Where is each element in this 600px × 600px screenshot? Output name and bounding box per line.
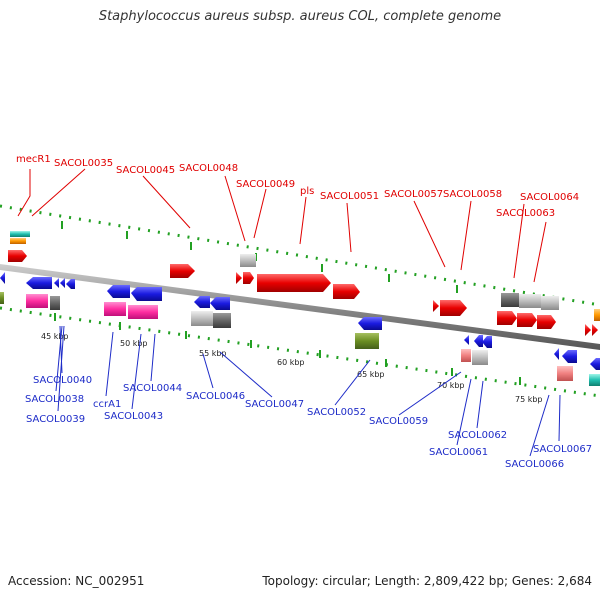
feature-block — [461, 349, 471, 362]
gene-label-reverse[interactable]: SACOL0039 — [26, 414, 85, 425]
forward-gene-arrow — [517, 313, 537, 327]
pseudogene-block — [541, 296, 559, 310]
reverse-gene-arrow — [210, 297, 230, 310]
pseudogene-block — [519, 294, 541, 308]
gene-label-reverse[interactable]: SACOL0059 — [369, 416, 428, 427]
forward-gene-arrow-pls — [257, 274, 331, 292]
scale-tick-label: 55 kbp — [199, 349, 227, 358]
map-title: Staphylococcus aureus subsp. aureus COL,… — [98, 9, 502, 24]
scale-tick-label: 50 kbp — [120, 339, 148, 348]
forward-gene-arrow — [333, 284, 360, 299]
reverse-gene-arrow — [66, 279, 75, 289]
pseudogene-block — [501, 293, 519, 307]
feature-block — [557, 366, 573, 381]
forward-gene-arrow — [8, 250, 27, 262]
gene-label-reverse[interactable]: SACOL0044 — [123, 383, 182, 394]
reverse-gene-arrow — [358, 317, 382, 330]
reverse-gene-arrow — [54, 278, 59, 288]
scale-tick-label: 45 kbp — [41, 332, 69, 341]
rna-block — [104, 302, 126, 316]
forward-gene-arrow — [497, 311, 517, 325]
accession-text: Accession: NC_002951 — [8, 574, 145, 588]
reverse-gene-arrow — [464, 335, 469, 345]
gene-label-forward[interactable]: SACOL0051 — [320, 191, 379, 202]
rna-block — [26, 294, 48, 308]
reverse-gene-arrow — [194, 296, 210, 308]
gene-label-forward[interactable]: pls — [300, 186, 314, 197]
scale-tick-label: 75 kbp — [515, 395, 543, 404]
reverse-gene-arrow — [562, 350, 577, 363]
feature-block — [0, 292, 4, 304]
pseudogene-block — [240, 254, 256, 267]
gene-label-reverse[interactable]: SACOL0052 — [307, 407, 366, 418]
scale-tick-label: 60 kbp — [277, 358, 305, 367]
gene-label-forward[interactable]: SACOL0058 — [443, 189, 502, 200]
gene-label-forward[interactable]: mecR1 — [16, 154, 51, 165]
pseudogene-block — [191, 311, 213, 326]
gene-label-reverse[interactable]: SACOL0066 — [505, 459, 564, 470]
gene-label-forward[interactable]: SACOL0064 — [520, 192, 579, 203]
rna-block — [128, 305, 158, 319]
gene-label-reverse[interactable]: SACOL0047 — [245, 399, 304, 410]
feature-block — [355, 333, 379, 349]
forward-gene-arrow — [236, 272, 242, 284]
reverse-gene-arrow — [107, 285, 130, 298]
gene-label-forward[interactable]: SACOL0063 — [496, 208, 555, 219]
reverse-gene-arrow — [554, 348, 559, 360]
genome-backbone — [0, 264, 600, 350]
feature-block — [589, 374, 600, 386]
forward-gene-arrow — [433, 300, 439, 312]
gene-label-forward[interactable]: SACOL0045 — [116, 165, 175, 176]
genome-stats-text: Topology: circular; Length: 2,809,422 bp… — [262, 574, 592, 588]
inner-ticks — [54, 313, 521, 385]
feature-block — [10, 238, 26, 244]
gene-label-reverse[interactable]: SACOL0043 — [104, 411, 163, 422]
gene-label-reverse[interactable]: SACOL0061 — [429, 447, 488, 458]
gene-label-forward[interactable]: SACOL0057 — [384, 189, 443, 200]
forward-gene-arrow — [592, 324, 598, 336]
gene-label-reverse[interactable]: SACOL0038 — [25, 394, 84, 405]
pseudogene-block — [50, 296, 60, 310]
gene-label-reverse[interactable]: SACOL0046 — [186, 391, 245, 402]
scale-tick-label: 65 kbp — [357, 370, 385, 379]
inner-scale-track — [0, 306, 600, 398]
scale-tick-label: 70 kbp — [437, 381, 465, 390]
outer-scale-track — [0, 204, 600, 307]
reverse-gene-arrow — [26, 277, 52, 289]
gene-label-reverse[interactable]: SACOL0062 — [448, 430, 507, 441]
forward-gene-arrow — [440, 300, 467, 316]
forward-gene-arrow — [537, 315, 556, 329]
pseudogene-block — [213, 313, 231, 328]
feature-block — [10, 231, 30, 237]
gene-label-forward[interactable]: SACOL0048 — [179, 163, 238, 174]
gene-label-reverse[interactable]: SACOL0067 — [533, 444, 592, 455]
reverse-gene-arrow — [474, 335, 483, 347]
reverse-gene-arrow — [590, 358, 600, 370]
feature-block — [594, 309, 600, 321]
gene-label-forward[interactable]: SACOL0035 — [54, 158, 113, 169]
reverse-gene-arrow — [482, 336, 492, 348]
gene-label-forward[interactable]: SACOL0049 — [236, 179, 295, 190]
forward-gene-arrow — [170, 264, 195, 278]
forward-callout-lines — [17, 168, 547, 283]
gene-label-reverse[interactable]: ccrA1 — [93, 399, 121, 410]
reverse-gene-arrow — [131, 287, 162, 301]
reverse-gene-arrow — [60, 278, 65, 288]
pseudogene-block — [472, 350, 488, 365]
forward-gene-arrow — [243, 272, 254, 284]
reverse-callout-lines — [55, 325, 561, 457]
forward-gene-arrow — [585, 324, 591, 336]
gene-label-reverse[interactable]: SACOL0040 — [33, 375, 92, 386]
forward-strand-features[interactable] — [8, 231, 600, 336]
reverse-strand-features[interactable] — [0, 272, 600, 386]
reverse-gene-arrow — [0, 272, 5, 284]
